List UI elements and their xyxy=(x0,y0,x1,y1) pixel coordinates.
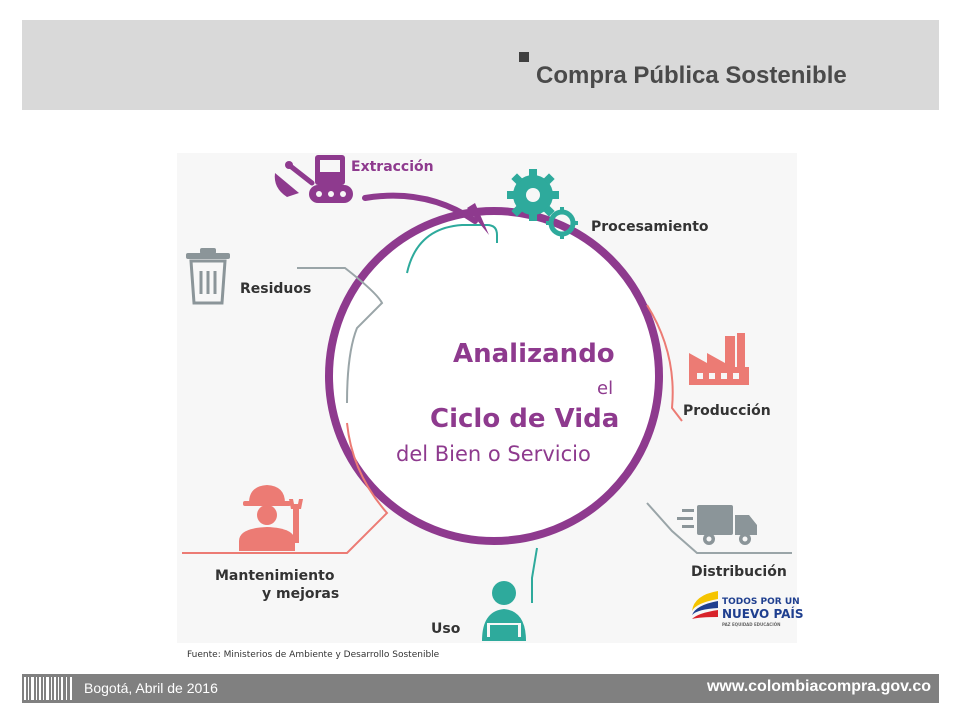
stage-mantenimiento: Mantenimiento xyxy=(215,568,335,584)
truck-icon xyxy=(677,505,757,545)
title-bullet xyxy=(519,52,529,62)
stage-distribucion: Distribución xyxy=(691,564,787,580)
connector-procesamiento xyxy=(406,224,498,274)
factory-icon xyxy=(689,333,749,385)
footer-bar: Bogotá, Abril de 2016 www.colombiacompra… xyxy=(22,674,939,703)
connector-produccion xyxy=(646,304,683,422)
stage-extraccion: Extracción xyxy=(351,159,434,175)
stage-mejoras: y mejoras xyxy=(262,586,340,602)
footer-date: Bogotá, Abril de 2016 xyxy=(84,680,218,696)
stage-produccion: Producción xyxy=(683,403,771,419)
header-bar xyxy=(22,20,939,110)
connector-mantenimiento xyxy=(182,422,389,554)
connector-distribucion xyxy=(646,502,792,554)
flag-swoosh-icon xyxy=(692,591,718,619)
stage-residuos: Residuos xyxy=(240,281,312,297)
source-note: Fuente: Ministerios de Ambiente y Desarr… xyxy=(187,650,440,660)
trash-icon xyxy=(186,248,230,305)
life-cycle-diagram: Analizando el Ciclo de Vida del Bien o S… xyxy=(177,153,797,643)
flow-arrow xyxy=(362,192,478,224)
logo-line-2: NUEVO PAÍS xyxy=(722,607,804,621)
footer-url-link[interactable]: www.colombiacompra.gov.co xyxy=(706,678,931,695)
gov-logo: TODOS POR UN NUEVO PAÍS PAZ EQUIDAD EDUC… xyxy=(688,585,804,637)
stage-uso: Uso xyxy=(431,621,461,637)
gears-icon xyxy=(507,169,578,239)
logo-line-1: TODOS POR UN xyxy=(722,597,800,607)
barcode-decoration xyxy=(24,677,72,700)
center-title: Analizando xyxy=(453,339,615,369)
arrow-head xyxy=(467,203,489,235)
diagram-graphics xyxy=(182,155,792,641)
stage-procesamiento: Procesamiento xyxy=(591,219,709,235)
user-laptop-icon xyxy=(482,581,526,641)
connector-uso xyxy=(531,547,538,603)
center-caption: del Bien o Servicio xyxy=(396,442,591,466)
logo-line-3: PAZ EQUIDAD EDUCACIÓN xyxy=(722,622,781,627)
center-subtitle: Ciclo de Vida xyxy=(430,404,620,434)
cycle-ring xyxy=(325,207,663,545)
worker-wrench-icon xyxy=(239,485,303,551)
page-title: Compra Pública Sostenible xyxy=(536,62,847,89)
excavator-icon xyxy=(274,155,353,203)
center-connector: el xyxy=(597,378,614,399)
connector-residuos xyxy=(297,267,384,404)
